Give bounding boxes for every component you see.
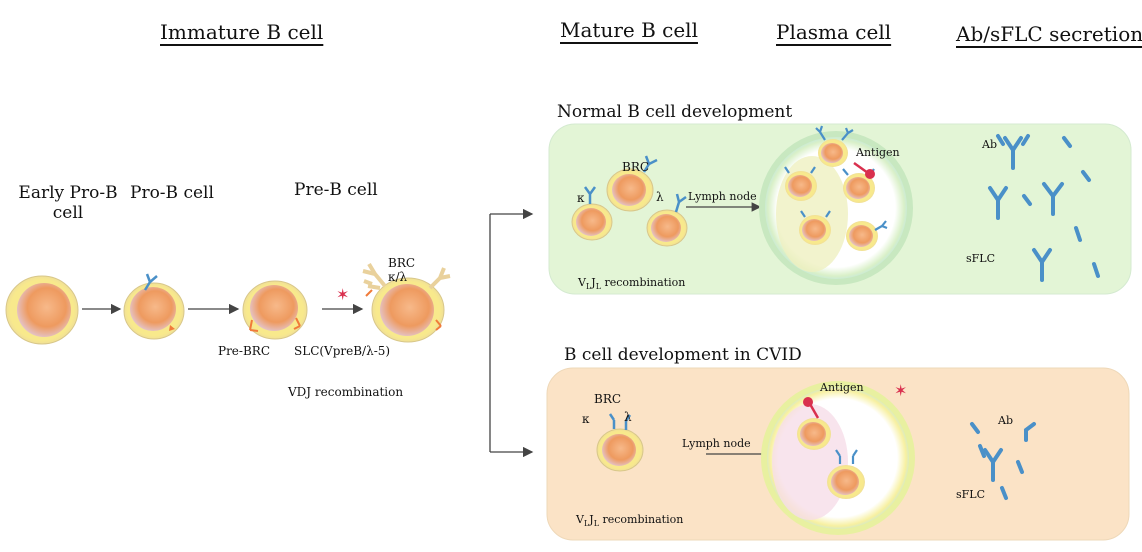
normal-recombination-label: VLJL recombination: [578, 276, 685, 291]
normal-lymph-node-label: Lymph node: [688, 190, 757, 203]
label-vdj: VDJ recombination: [288, 385, 404, 399]
normal-recomb-suffix: recombination: [601, 276, 686, 289]
cvid-sflc-fragments: [970, 422, 1024, 500]
normal-antigen-label: Antigen: [856, 146, 900, 159]
normal-brc-cell: [606, 155, 658, 212]
label-kappa-lambda: κ/λ: [388, 270, 408, 284]
cvid-antibodies: [983, 422, 1036, 482]
header-mature: Mature B cell: [560, 18, 698, 42]
cvid-antigen-label: Antigen: [820, 381, 864, 394]
cvid-recomb-j: J: [589, 513, 594, 526]
label-brc-immature: BRC: [388, 256, 416, 270]
cvid-sflc-label: sFLC: [956, 488, 985, 501]
cvid-lymph-node-label: Lymph node: [682, 437, 751, 450]
normal-recomb-sub1: L: [585, 282, 592, 292]
normal-antibodies: [988, 134, 1064, 282]
stage-early-pro-b-line2: cell: [52, 203, 84, 223]
cvid-lymph-node: [761, 381, 915, 535]
normal-ab-label: Ab: [982, 138, 997, 151]
cvid-brc-cell: [596, 413, 644, 472]
normal-panel-title: Normal B cell development: [557, 102, 793, 122]
normal-brc-label: BRC: [622, 160, 650, 174]
label-slc: SLC(VpreB/λ-5): [294, 344, 391, 358]
normal-kappa-label: κ: [577, 191, 585, 205]
cvid-recombination-label: VLJL recombination: [576, 513, 683, 528]
header-plasma: Plasma cell: [776, 20, 892, 44]
cvid-ab-label: Ab: [998, 414, 1013, 427]
normal-recomb-sub2: L: [595, 282, 601, 292]
cvid-brc-label: BRC: [594, 392, 622, 406]
normal-recomb-j: J: [591, 276, 596, 289]
normal-recomb-v: V: [578, 276, 586, 289]
stage-pre-b: Pre-B cell: [294, 180, 378, 200]
immature-b-cell: [362, 262, 451, 343]
cvid-lambda-label: λ: [624, 410, 632, 424]
cvid-recomb-v: V: [576, 513, 584, 526]
cvid-kappa-label: κ: [582, 412, 590, 426]
label-pre-brc: Pre-BRC: [218, 344, 271, 358]
normal-lambda-cell: [646, 193, 688, 247]
normal-sflc-fragments: [1022, 136, 1100, 278]
header-immature: Immature B cell: [160, 20, 324, 44]
header-secretion: Ab/sFLC secretion: [956, 22, 1142, 46]
cvid-recomb-suffix: recombination: [599, 513, 684, 526]
cvid-recomb-sub1: L: [583, 519, 590, 529]
normal-kappa-cell: [571, 186, 613, 241]
pro-b-cell: [123, 273, 185, 340]
cvid-panel-title: B cell development in CVID: [564, 345, 802, 365]
normal-lymph-node: [759, 125, 913, 285]
pre-b-cell: [242, 280, 308, 340]
star-icon: ✶: [336, 285, 349, 304]
cvid-recomb-sub2: L: [593, 519, 599, 529]
cvid-star-icon: ✶: [894, 381, 907, 400]
stage-pro-b: Pro-B cell: [130, 183, 214, 203]
stage-early-pro-b: Early Pro-B cell: [16, 183, 120, 223]
stage-early-pro-b-line1: Early Pro-B: [18, 183, 118, 203]
normal-lambda-label: λ: [656, 190, 664, 204]
early-pro-b-cell: [5, 275, 79, 345]
normal-sflc-label: sFLC: [966, 252, 995, 265]
